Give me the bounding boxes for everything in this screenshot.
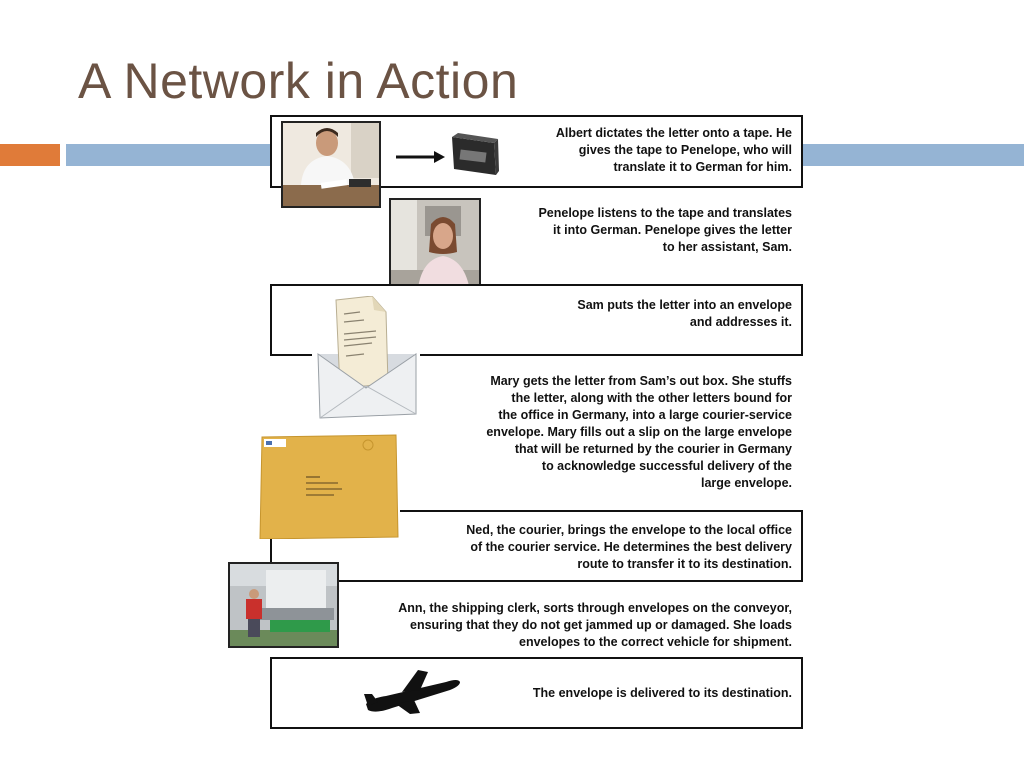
- text-line: to acknowledge successful delivery of th…: [541, 459, 792, 473]
- step-4-text: Mary gets the letter from Sam’s out box.…: [432, 373, 792, 492]
- text-line: large envelope.: [700, 476, 792, 490]
- page-title: A Network in Action: [78, 53, 519, 109]
- text-line: that will be returned by the courier in …: [514, 442, 792, 456]
- text-line: ensuring that they do not get jammed up …: [410, 618, 792, 632]
- text-line: The envelope is delivered to its destina…: [532, 686, 792, 700]
- text-line: Mary gets the letter from Sam’s out box.…: [490, 374, 792, 388]
- step-5-text: Ned, the courier, brings the envelope to…: [392, 522, 792, 573]
- airplane-icon: [362, 668, 462, 721]
- text-line: it into German. Penelope gives the lette…: [553, 223, 792, 237]
- text-line: the letter, along with the other letters…: [511, 391, 792, 405]
- text-line: Sam puts the letter into an envelope: [577, 298, 792, 312]
- connector-line: [270, 539, 272, 557]
- conveyor-photo: [228, 562, 339, 648]
- text-line: envelopes to the correct vehicle for shi…: [519, 635, 792, 649]
- step-2-text: Penelope listens to the tape and transla…: [492, 205, 792, 256]
- text-line: Penelope listens to the tape and transla…: [538, 206, 792, 220]
- text-line: route to transfer it to its destination.: [577, 557, 792, 571]
- man-at-desk-photo: [281, 121, 381, 208]
- text-line: gives the tape to Penelope, who will: [578, 143, 792, 157]
- text-line: the office in Germany, into a large cour…: [498, 408, 792, 422]
- text-line: Ann, the shipping clerk, sorts through e…: [398, 601, 792, 615]
- text-line: translate it to German for him.: [613, 160, 792, 174]
- text-line: to her assistant, Sam.: [662, 240, 792, 254]
- text-line: Albert dictates the letter onto a tape. …: [555, 126, 792, 140]
- text-line: and addresses it.: [689, 315, 792, 329]
- step-7-text: The envelope is delivered to its destina…: [472, 685, 792, 702]
- text-line: of the courier service. He determines th…: [470, 540, 792, 554]
- accent-band-orange: [0, 144, 60, 166]
- step-1-text: Albert dictates the letter onto a tape. …: [492, 125, 792, 176]
- step-7-box: [270, 657, 803, 729]
- text-line: envelope. Mary fills out a slip on the l…: [486, 425, 792, 439]
- text-line: Ned, the courier, brings the envelope to…: [466, 523, 792, 537]
- tape-cassette-icon: [448, 131, 500, 186]
- arrow-icon: [396, 150, 446, 169]
- manila-envelope-icon: [258, 433, 400, 544]
- step-6-text: Ann, the shipping clerk, sorts through e…: [332, 600, 792, 651]
- step-3-text: Sam puts the letter into an envelope and…: [492, 297, 792, 331]
- letter-in-envelope-icon: [312, 295, 420, 425]
